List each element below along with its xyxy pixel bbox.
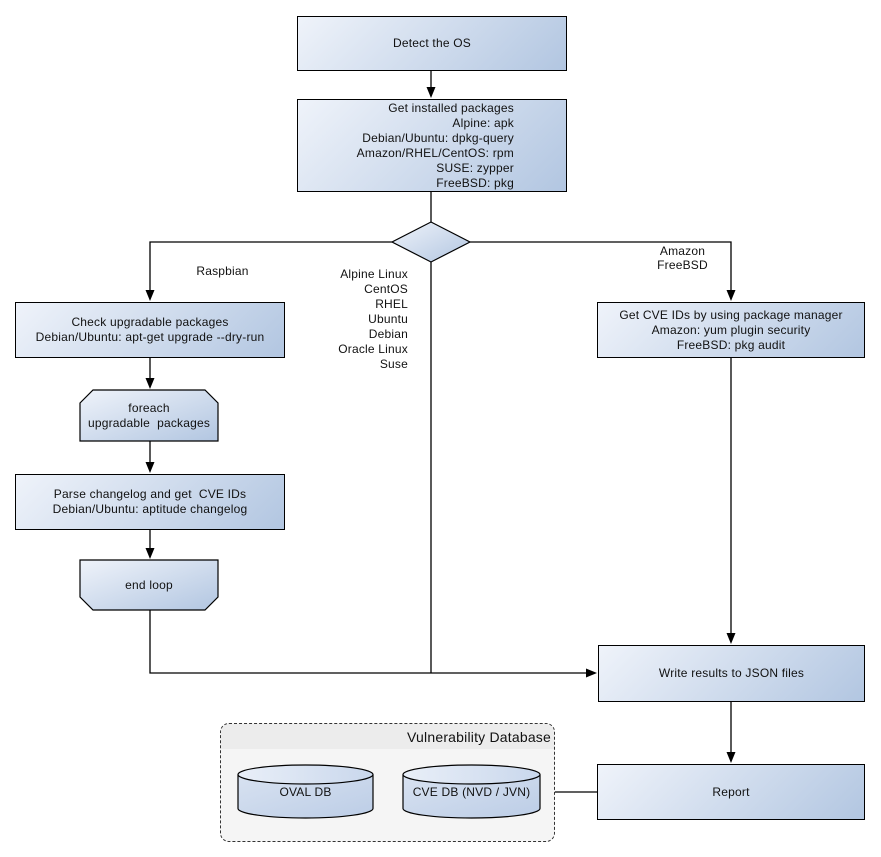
arrowhead-icon	[145, 548, 155, 559]
node-get-cve-ids: Get CVE IDs by using package manager Ama…	[597, 302, 865, 358]
oval-db-cylinder	[237, 764, 374, 819]
edge-label-raspbian: Raspbian	[196, 264, 249, 278]
arrowhead-icon	[726, 752, 736, 763]
arrowhead-icon	[426, 87, 436, 98]
end-loop-shape	[79, 559, 219, 611]
node-check-upgradable-packages: Check upgradable packages Debian/Ubuntu:…	[15, 302, 285, 358]
edge-endloop-to-write	[149, 610, 588, 674]
decision-diamond	[390, 221, 472, 263]
arrowheads	[145, 87, 736, 763]
arrowhead-icon	[145, 462, 155, 473]
foreach-loop-label: foreach upgradable packages	[87, 400, 211, 430]
cve-db-label: CVE DB (NVD / JVN)	[412, 784, 531, 799]
node-write-results-json: Write results to JSON files	[598, 645, 865, 702]
edge-decision-to-check	[149, 241, 392, 292]
cylinder-body	[237, 774, 374, 819]
node-detect-os: Detect the OS	[297, 16, 567, 71]
arrowhead-icon	[726, 290, 736, 301]
node-report: Report	[597, 764, 865, 820]
cylinder-top	[402, 764, 541, 785]
node-parse-changelog: Parse changelog and get CVE IDs Debian/U…	[15, 474, 285, 530]
end-loop-label: end loop	[125, 577, 173, 592]
cylinder-top	[237, 764, 374, 785]
cylinder-body	[402, 774, 541, 819]
vulnerability-database-title: Vulnerability Database	[407, 728, 551, 745]
node-get-installed-packages: Get installed packages Alpine: apk Debia…	[297, 99, 567, 192]
edge-label-amazon-freebsd: Amazon FreeBSD	[657, 244, 708, 272]
edge-label-middle-os-list: Alpine Linux CentOS RHEL Ubuntu Debian O…	[338, 267, 408, 371]
arrowhead-icon	[726, 633, 736, 644]
vulnerability-database-header: Vulnerability Database	[221, 724, 554, 749]
edge-decision-to-getcve	[470, 241, 732, 292]
foreach-loop-shape	[79, 389, 219, 442]
oval-db-label: OVAL DB	[279, 784, 332, 799]
arrowhead-icon	[145, 378, 155, 389]
cve-db-cylinder	[402, 764, 541, 819]
connectors	[149, 71, 732, 793]
arrowhead-icon	[145, 290, 155, 301]
arrowhead-icon	[586, 668, 597, 678]
